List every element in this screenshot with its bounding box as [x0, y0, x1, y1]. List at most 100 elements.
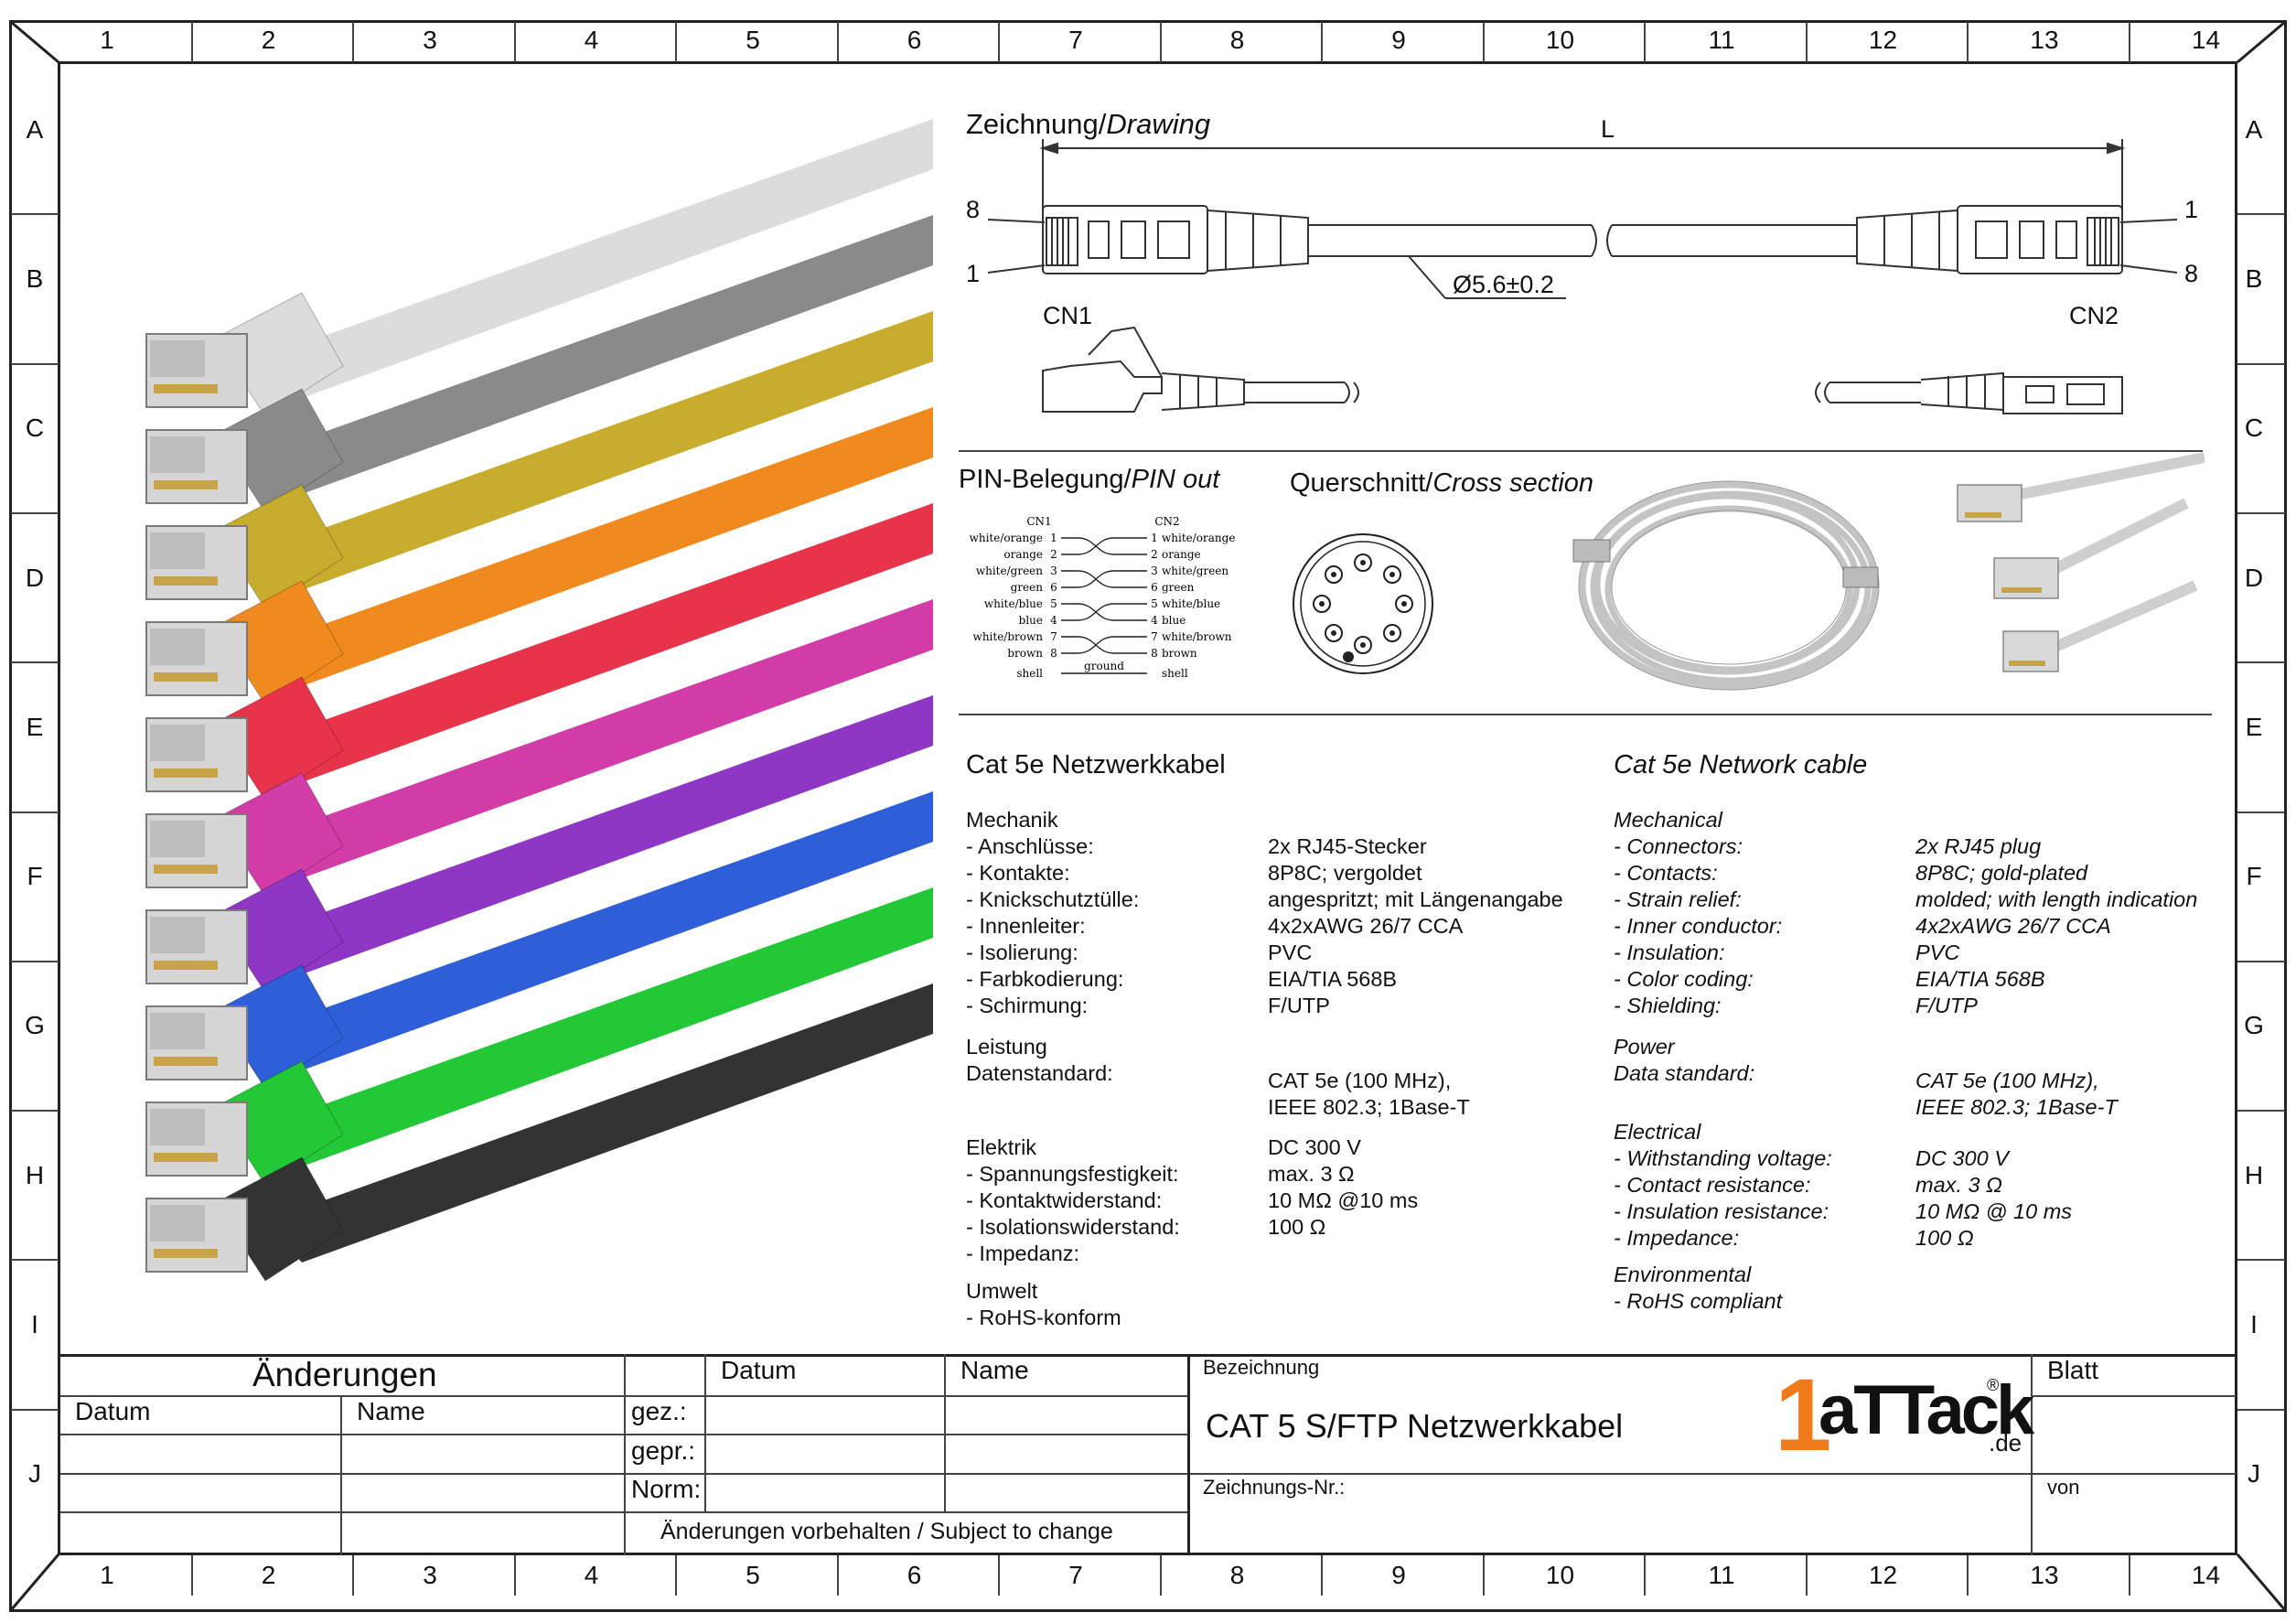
grid-col-10-top: 10 [1545, 26, 1575, 54]
pin-right-label: white/brown [1162, 630, 1232, 643]
pin-right-label: white/blue [1162, 597, 1220, 610]
grid-col-tick [675, 1555, 677, 1596]
connector-closeup-image [1957, 452, 2205, 672]
grid-col-tick [836, 22, 839, 62]
mech-value: 2x RJ45 plug [1915, 834, 2042, 858]
pin-cn2: CN2 [1154, 515, 1179, 528]
grid-col-6-top: 6 [907, 26, 922, 54]
pin-right-label: white/orange [1162, 532, 1235, 544]
drawing-title-de: Zeichnung/ [966, 108, 1107, 140]
twisted-pair-line [1061, 636, 1147, 654]
plug-shield [150, 821, 205, 857]
elec-value: max. 3 Ω [1268, 1162, 1355, 1187]
data-standard-label: Datenstandard: [966, 1060, 1113, 1085]
plug-shield [150, 917, 205, 953]
pin-left-number: 7 [1050, 630, 1057, 643]
elec-heading: Elektrik [966, 1135, 1037, 1160]
grid-col-2-bottom: 2 [261, 1561, 276, 1589]
tb-gez: gez.: [631, 1397, 687, 1425]
spec-de-title: Cat 5e Netzwerkkabel [966, 750, 1226, 779]
grid-row-tick [11, 960, 59, 962]
grid-row-C-right: C [2244, 414, 2264, 443]
gold-contacts [154, 384, 218, 393]
cable-jacket [265, 215, 933, 494]
grid-col-1-bottom: 1 [100, 1561, 114, 1589]
pin-left-label: white/green [976, 564, 1043, 577]
mech-label: - Isolierung: [966, 940, 1078, 964]
data-standard-value-2: IEEE 802.3; 1Base-T [1915, 1094, 2118, 1119]
tb-name2: Name [960, 1356, 1029, 1384]
mech-heading: Mechanical [1614, 808, 1722, 832]
titleblock-top-line [60, 1354, 2236, 1357]
elec-value: 100 Ω [1268, 1215, 1326, 1240]
mech-value: 2x RJ45-Stecker [1268, 834, 1427, 858]
grid-row-G-left: G [25, 1011, 45, 1040]
data-standard-value-1: CAT 5e (100 MHz), [1915, 1068, 2099, 1092]
elec-label: - Withstanding voltage: [1614, 1145, 1832, 1170]
tb-line-3 [60, 1473, 2236, 1475]
grid-row-F-right: F [2246, 862, 2262, 891]
patch-cable [145, 791, 933, 1090]
gold-contacts [154, 576, 218, 586]
pin-left-number: 2 [1050, 548, 1057, 561]
grid-row-D-left: D [25, 563, 45, 592]
patch-cable [145, 887, 933, 1186]
cable-jacket [265, 887, 933, 1166]
tb-vline-6 [2031, 1354, 2033, 1555]
elec-label: - Contact resistance: [1614, 1172, 1811, 1197]
grid-col-4-bottom: 4 [584, 1561, 599, 1589]
patch-cable [145, 599, 933, 897]
elec-label: - Kontaktwiderstand: [966, 1188, 1163, 1213]
grid-col-tick [1321, 1555, 1323, 1596]
elec-value: 100 Ω [1915, 1225, 1974, 1250]
grid-col-14-top: 14 [2191, 26, 2221, 54]
drawing-title: Zeichnung/Drawing [966, 108, 1210, 141]
cross-section-diagram [1293, 533, 1433, 674]
elec-value: 10 MΩ @10 ms [1268, 1188, 1419, 1213]
pinout-title-de: PIN-Belegung/ [959, 465, 1132, 494]
mech-label: - Color coding: [1614, 967, 1754, 991]
grid-row-tick [11, 213, 59, 216]
grid-col-4-top: 4 [584, 26, 599, 54]
grid-row-I-left: I [31, 1310, 38, 1339]
data-standard-value-2: IEEE 802.3; 1Base-T [1268, 1094, 1470, 1119]
grid-col-5-bottom: 5 [746, 1561, 760, 1589]
grid-col-tick [998, 22, 1000, 62]
grid-row-tick [11, 1110, 59, 1112]
grid-col-9-top: 9 [1391, 26, 1406, 54]
mech-value: EIA/TIA 568B [1915, 967, 2045, 991]
grid-col-1-top: 1 [100, 26, 114, 54]
mech-label: - Contacts: [1614, 861, 1718, 885]
pin-right-shell: shell [1162, 667, 1188, 680]
mech-label: - Kontakte: [966, 861, 1070, 885]
mech-value: angespritzt; mit Längenangabe [1268, 887, 1563, 911]
mech-label: - Shielding: [1614, 994, 1722, 1017]
grid-row-E-right: E [2245, 712, 2263, 741]
pin-right-number: 1 [1151, 532, 1158, 544]
grid-col-tick [1482, 1555, 1485, 1596]
patch-cable [145, 695, 933, 994]
grid-col-7-top: 7 [1068, 26, 1083, 54]
pin-right-label: brown [1162, 647, 1197, 660]
grid-row-tick [11, 661, 59, 664]
mech-label: - Innenleiter: [966, 914, 1086, 938]
cross-section-title-en: Cross section [1432, 468, 1594, 498]
gold-contacts [154, 961, 218, 970]
plug-shield [150, 1205, 205, 1241]
cable-drawing: L Ø5.6±0.2 8 1 1 8 CN1 CN2 [966, 119, 2198, 414]
tb-von: von [2047, 1476, 2080, 1499]
grid-col-tick [1967, 22, 1969, 62]
mech-value: 8P8C; vergoldet [1268, 861, 1422, 885]
grid-col-5-top: 5 [746, 26, 760, 54]
plug-shield [150, 532, 205, 569]
tb-vline-2 [340, 1395, 342, 1555]
grid-col-tick [2128, 22, 2130, 62]
grid-col-tick [1482, 22, 1485, 62]
grid-row-tick [11, 811, 59, 813]
tb-gepr: gepr.: [631, 1436, 696, 1465]
grid-col-tick [1159, 22, 1162, 62]
tb-zeichnungsnr: Zeichnungs-Nr.: [1203, 1476, 1346, 1499]
grid-col-13-bottom: 13 [2030, 1561, 2059, 1589]
cable-jacket [265, 599, 933, 878]
grid-col-2-top: 2 [261, 26, 276, 54]
